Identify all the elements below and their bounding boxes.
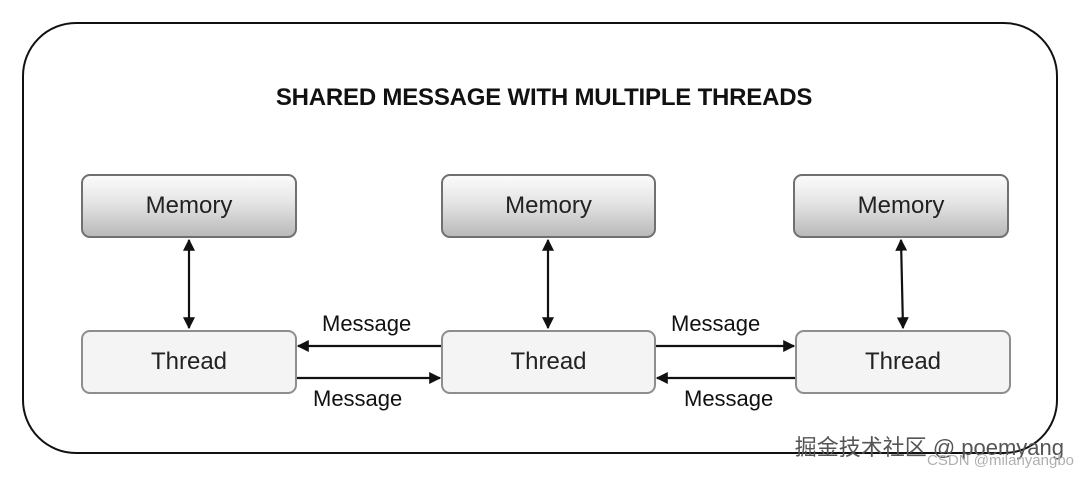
memory-node-1: Memory — [81, 174, 297, 238]
watermark-secondary: CSDN @milanyangbo — [927, 452, 1074, 469]
message-label-right-top: Message — [671, 311, 761, 336]
memory-node-3: Memory — [793, 174, 1009, 238]
thread-node-1: Thread — [81, 330, 297, 394]
memory-node-2: Memory — [441, 174, 656, 238]
diagram-title: SHARED MESSAGE WITH MULTIPLE THREADS — [275, 84, 813, 111]
watermark-primary: 掘金技术社区 @ poemyang — [794, 435, 1064, 460]
memory-thread-arrow-3 — [895, 238, 909, 330]
thread-node-3: Thread — [795, 330, 1011, 394]
message-label-right-bottom: Message — [684, 386, 774, 411]
message-label-left-bottom: Message — [313, 386, 403, 411]
thread-node-2: Thread — [441, 330, 656, 394]
message-label-left-top: Message — [322, 311, 412, 336]
